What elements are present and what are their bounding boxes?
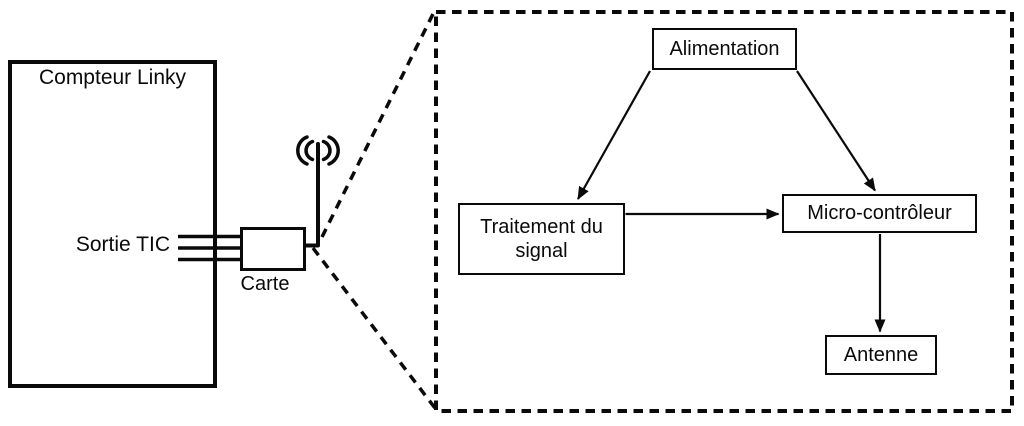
sortie-tic-label: Sortie TIC xyxy=(75,233,170,256)
carte-label: Carte xyxy=(240,273,290,295)
node-antenne: Antenne xyxy=(825,335,937,375)
node-traitement-du-signal: Traitement du signal xyxy=(458,203,625,275)
node-micro-controleur-label: Micro-contrôleur xyxy=(807,202,952,225)
compteur-linky-label: Compteur Linky xyxy=(38,66,187,89)
node-antenne-label: Antenne xyxy=(843,343,919,366)
node-alimentation: Alimentation xyxy=(652,28,797,70)
node-alimentation-label: Alimentation xyxy=(669,37,780,60)
zoom-callout-lines xyxy=(311,13,440,414)
node-micro-controleur: Micro-contrôleur xyxy=(782,194,977,233)
compteur-linky-box xyxy=(8,60,217,388)
node-traitement-du-signal-label: Traitement du signal xyxy=(480,215,603,262)
carte-box xyxy=(240,227,306,271)
